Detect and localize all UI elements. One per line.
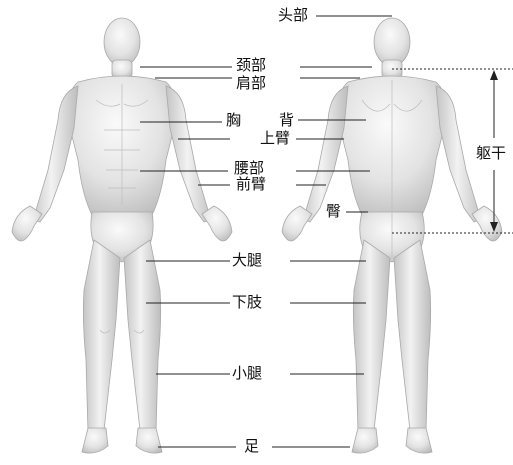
label-forearm: 前臂 — [236, 176, 266, 193]
front-left-arm — [30, 86, 78, 222]
front-body-figure — [12, 18, 232, 453]
arrowhead-up — [490, 70, 498, 80]
front-left-hand — [12, 206, 42, 241]
front-right-leg — [124, 240, 161, 432]
label-calf: 小腿 — [232, 365, 262, 382]
label-back: 背 — [279, 112, 294, 129]
label-upper-arm: 上臂 — [260, 130, 290, 147]
front-head — [104, 18, 140, 66]
front-left-foot — [82, 428, 108, 453]
label-lower-limb: 下肢 — [232, 294, 262, 311]
front-neck — [112, 60, 132, 78]
front-right-hand — [202, 206, 232, 241]
label-trunk: 躯干 — [476, 145, 506, 162]
back-right-leg — [394, 240, 431, 432]
back-left-leg — [353, 240, 390, 432]
label-head: 头部 — [278, 7, 308, 24]
front-right-foot — [136, 428, 162, 453]
label-foot: 足 — [244, 438, 259, 455]
front-right-arm — [166, 86, 214, 222]
back-left-foot — [352, 428, 378, 453]
back-right-hand — [472, 206, 502, 241]
label-thigh: 大腿 — [232, 252, 262, 269]
back-left-hand — [282, 206, 312, 241]
label-buttock: 臀 — [326, 203, 341, 220]
back-head — [374, 18, 410, 66]
label-chest: 胸 — [226, 112, 241, 129]
label-shoulder: 肩部 — [236, 75, 266, 92]
label-neck: 颈部 — [236, 57, 266, 74]
front-left-leg — [83, 240, 120, 432]
back-right-foot — [406, 428, 432, 453]
